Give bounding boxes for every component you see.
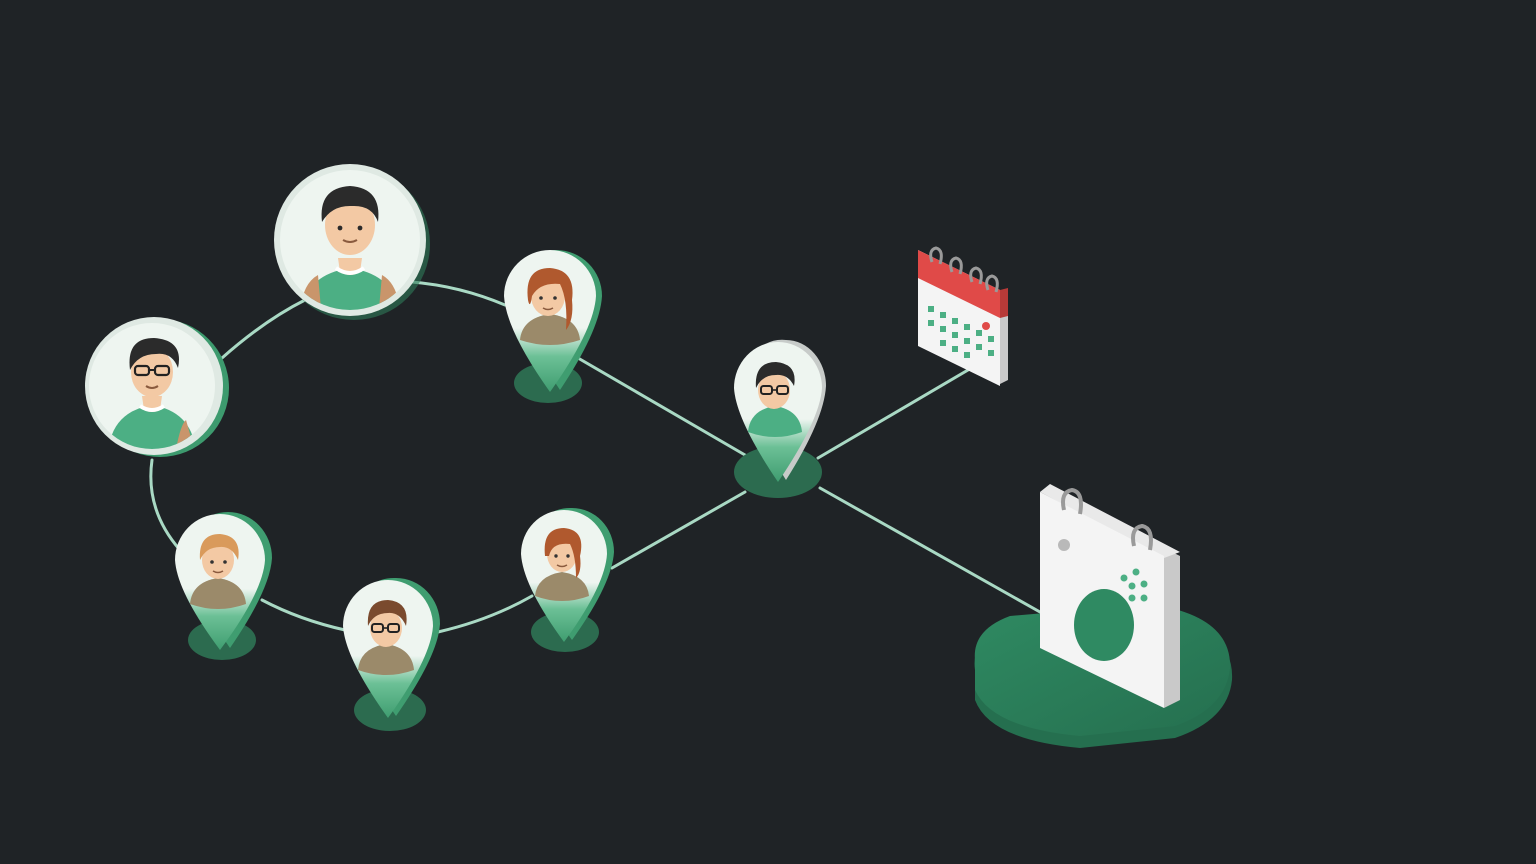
- calendar-icon[interactable]: [918, 246, 1008, 386]
- avatar-large-left[interactable]: [85, 317, 229, 457]
- map-pin-icon[interactable]: [343, 577, 440, 731]
- map-pin-icon[interactable]: [734, 339, 826, 498]
- connection-line: [818, 486, 1042, 614]
- connection-line: [610, 490, 747, 570]
- connection-line: [149, 458, 182, 552]
- connection-line: [410, 280, 507, 307]
- connection-lines: [149, 280, 1042, 634]
- person-avatar-icon: [190, 534, 246, 609]
- map-pin-icon[interactable]: [504, 250, 602, 403]
- map-pin-icon[interactable]: [521, 507, 614, 652]
- connection-line: [576, 356, 747, 457]
- avatar-large-top[interactable]: [274, 164, 430, 320]
- connection-line: [260, 598, 347, 632]
- connection-line: [816, 368, 970, 460]
- person-avatar-icon: [358, 600, 414, 675]
- map-pin-icon[interactable]: [175, 512, 272, 660]
- person-avatar-icon: [108, 338, 196, 449]
- connection-line: [436, 594, 534, 634]
- calendar-icon[interactable]: [1040, 484, 1180, 708]
- connection-line: [220, 298, 307, 360]
- person-avatar-icon: [535, 528, 589, 601]
- person-avatar-icon: [748, 362, 802, 437]
- person-avatar-icon: [520, 268, 580, 345]
